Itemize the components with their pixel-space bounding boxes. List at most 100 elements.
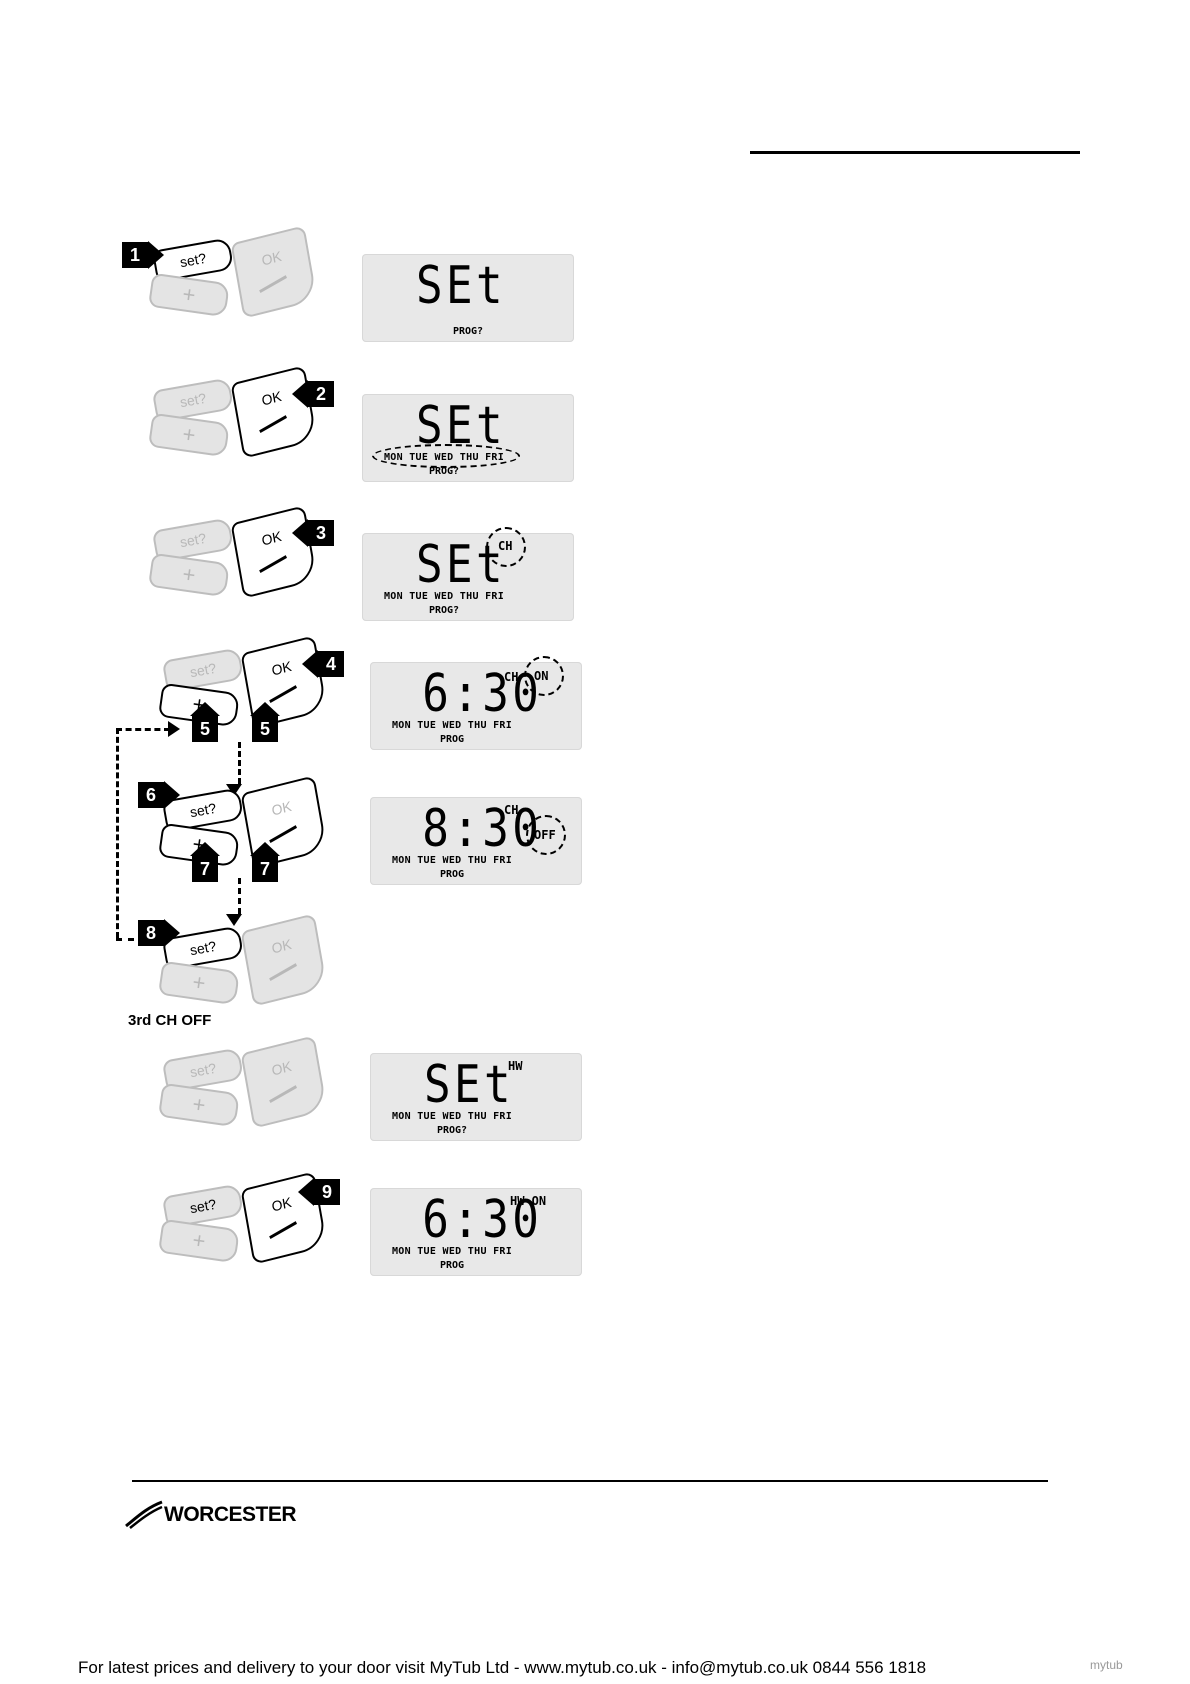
lcd-display-1: SEt PROG?: [362, 254, 574, 342]
arrow-up-icon: [250, 842, 280, 856]
lcd-prog-text: PROG?: [436, 1125, 468, 1136]
lcd-prog-text: PROG: [439, 1260, 465, 1271]
set-label: set?: [188, 659, 218, 681]
days-highlight-oval: [372, 444, 520, 468]
lcd-state-text: OFF: [534, 828, 556, 842]
step-badge-1: 1: [122, 242, 148, 268]
minus-icon: [269, 685, 298, 703]
minus-icon: [259, 415, 288, 433]
step-badge-5a: 5: [192, 716, 218, 742]
lcd-days-text: MON TUE WED THU FRI: [391, 1111, 513, 1122]
lcd-days-text: MON TUE WED THU FRI: [391, 720, 513, 731]
plus-label: +: [180, 421, 198, 448]
set-label: set?: [178, 389, 208, 411]
lcd-days-text: MON TUE WED THU FRI: [383, 452, 505, 463]
plus-button[interactable]: +: [158, 1218, 240, 1264]
ch-highlight-ring: [486, 527, 526, 567]
arrow-left-icon: [292, 380, 308, 408]
button-pad-step-8: set? + OK: [154, 913, 344, 1013]
ok-label: OK: [270, 797, 293, 819]
flow-line: [238, 878, 241, 914]
ok-label: OK: [260, 527, 283, 549]
lcd-main-text: 6:30: [422, 664, 543, 724]
loop-line-vertical: [116, 728, 119, 938]
worcester-logo: WORCESTER: [124, 1500, 297, 1530]
button-pad-step-6: set? + OK: [154, 775, 344, 875]
arrow-right-icon: [164, 781, 180, 809]
set-label: set?: [178, 529, 208, 551]
lcd-display-2: SEt MON TUE WED THU FRI PROG?: [362, 394, 574, 482]
lcd-main-text: SEt: [415, 256, 507, 316]
lcd-tag-text: CH: [498, 539, 513, 553]
lcd-days-text: MON TUE WED THU FRI: [391, 1246, 513, 1257]
minus-icon: [259, 555, 288, 573]
lcd-tag-text: HW: [508, 1059, 523, 1073]
ok-label: OK: [270, 935, 293, 957]
swoosh-icon: [125, 1500, 163, 1529]
arrow-right-icon: [148, 241, 164, 269]
ok-label: OK: [270, 657, 293, 679]
arrow-right-icon: [168, 721, 180, 737]
plus-label: +: [180, 561, 198, 588]
lcd-display-7: 6:30 HW ON MON TUE WED THU FRI PROG: [370, 1188, 582, 1276]
lcd-prog-text: PROG: [439, 734, 465, 745]
button-pad-idle: set? + OK: [154, 1035, 344, 1135]
ok-button[interactable]: OK: [240, 1035, 328, 1129]
plus-button[interactable]: +: [148, 272, 230, 318]
footer-watermark: mytub: [1090, 1658, 1123, 1672]
lcd-display-6: SEt HW MON TUE WED THU FRI PROG?: [370, 1053, 582, 1141]
plus-label: +: [190, 1227, 208, 1254]
loop-line-top: [116, 728, 170, 731]
arrow-up-icon: [190, 842, 220, 856]
flow-line: [238, 742, 241, 784]
arrow-left-icon: [302, 650, 318, 678]
step-badge-8: 8: [138, 920, 164, 946]
lcd-main-text: 8:30: [422, 799, 543, 859]
minus-icon: [269, 1221, 298, 1239]
lcd-prog-text: PROG: [439, 869, 465, 880]
lcd-days-text: MON TUE WED THU FRI: [383, 591, 505, 602]
minus-icon: [269, 963, 298, 981]
step-badge-5b: 5: [252, 716, 278, 742]
step-badge-9: 9: [314, 1179, 340, 1205]
lcd-tag-text: CH: [504, 670, 519, 684]
lcd-display-5: 8:30 CH OFF MON TUE WED THU FRI PROG: [370, 797, 582, 885]
step-badge-2: 2: [308, 381, 334, 407]
lcd-prog-text: PROG?: [452, 326, 484, 337]
arrow-up-icon: [190, 702, 220, 716]
arrow-left-icon: [292, 519, 308, 547]
ok-button[interactable]: OK: [240, 913, 328, 1007]
lcd-display-4: 6:30 CH ON MON TUE WED THU FRI PROG: [370, 656, 582, 750]
plus-button[interactable]: +: [158, 960, 240, 1006]
step-badge-6: 6: [138, 782, 164, 808]
lcd-tag-text: HW ON: [510, 1194, 547, 1208]
on-highlight-ring: [524, 656, 564, 696]
minus-icon: [269, 1085, 298, 1103]
lcd-tag-text: CH: [504, 803, 519, 817]
ok-label: OK: [270, 1193, 293, 1215]
plus-button[interactable]: +: [148, 552, 230, 598]
set-label: set?: [188, 937, 218, 959]
plus-label: +: [190, 969, 208, 996]
arrow-up-icon: [250, 702, 280, 716]
top-rule: [750, 151, 1080, 154]
plus-label: +: [190, 1091, 208, 1118]
minus-icon: [259, 275, 288, 293]
off-highlight-ring: [526, 815, 566, 855]
arrow-right-icon: [164, 919, 180, 947]
ok-button[interactable]: OK: [230, 225, 318, 319]
lcd-days-text: MON TUE WED THU FRI: [391, 855, 513, 866]
plus-button[interactable]: +: [148, 412, 230, 458]
step-badge-3: 3: [308, 520, 334, 546]
plus-button[interactable]: +: [158, 1082, 240, 1128]
ok-label: OK: [260, 247, 283, 269]
footer-text: For latest prices and delivery to your d…: [78, 1658, 927, 1677]
lcd-prog-text: PROG?: [428, 466, 460, 477]
lcd-display-3: SEt CH MON TUE WED THU FRI PROG?: [362, 527, 574, 621]
lcd-prog-text: PROG?: [428, 605, 460, 616]
arrow-left-icon: [298, 1178, 314, 1206]
ok-label: OK: [270, 1057, 293, 1079]
set-label: set?: [188, 799, 218, 821]
button-pad-step-1: set? + OK: [144, 225, 334, 325]
lcd-main-text: SEt: [423, 1055, 515, 1115]
